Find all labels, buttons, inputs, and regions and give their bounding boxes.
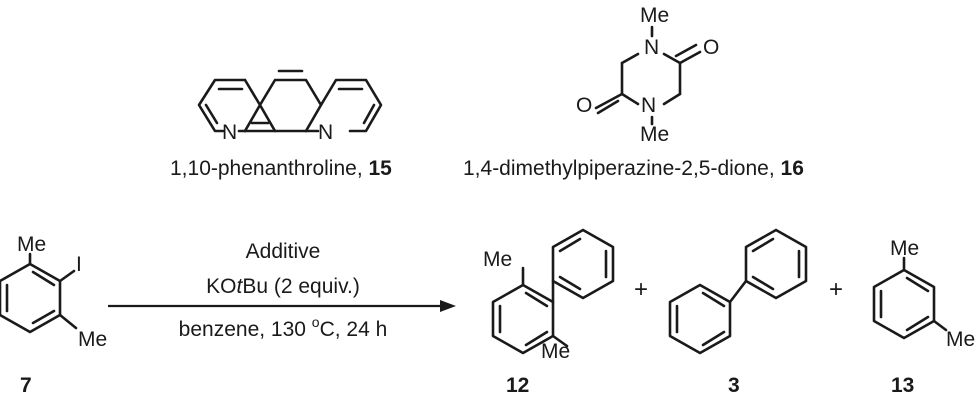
phenanthroline-n-right: N <box>318 121 333 144</box>
reactant-number: 7 <box>20 374 32 397</box>
piperazinedione-n-top: N <box>644 36 659 59</box>
product-3-structure <box>668 228 808 355</box>
reactant-7-structure: Me I Me <box>0 233 107 351</box>
phenanthroline-n-left: N <box>222 121 237 144</box>
reactant-me-bottom: Me <box>78 328 107 351</box>
product-13-me-top: Me <box>890 237 919 260</box>
phenanthroline-structure: N N <box>197 69 383 144</box>
condition-base-italic: t <box>237 275 244 298</box>
piperazinedione-caption: 1,4-dimethylpiperazine-2,5-dione, 16 <box>463 157 804 180</box>
condition-rest: C, 24 h <box>320 318 388 341</box>
piperazinedione-me-bottom: Me <box>640 123 669 146</box>
plus-sign-1: + <box>634 276 648 303</box>
piperazinedione-me-top: Me <box>640 4 669 27</box>
condition-degree: o <box>312 314 320 330</box>
piperazinedione-name: 1,4-dimethylpiperazine-2,5-dione, <box>463 157 781 180</box>
condition-base-post: Bu (2 equiv.) <box>242 275 360 298</box>
reactant-iodine: I <box>76 253 82 276</box>
piperazinedione-o-right: O <box>703 36 719 59</box>
condition-base-pre: KO <box>206 275 236 298</box>
piperazinedione-o-left: O <box>576 94 592 117</box>
phenanthroline-number: 15 <box>369 157 393 180</box>
condition-base: KOtBu (2 equiv.) <box>206 275 360 298</box>
product-12-me-top: Me <box>483 248 512 271</box>
product-12-number: 12 <box>506 374 529 397</box>
reaction-arrow <box>108 300 456 312</box>
product-12-me-bottom: Me <box>541 340 570 363</box>
piperazinedione-number: 16 <box>781 157 804 180</box>
condition-solvent-temp-time: benzene, 130 oC, 24 h <box>179 314 388 341</box>
piperazinedione-n-bottom: N <box>641 94 656 117</box>
phenanthroline-name: 1,10-phenanthroline, <box>170 157 369 180</box>
product-3-number: 3 <box>728 374 740 397</box>
condition-additive: Additive <box>246 240 321 263</box>
product-13-structure: Me Me <box>872 237 975 351</box>
phenanthroline-caption: 1,10-phenanthroline, 15 <box>170 157 392 180</box>
product-13-number: 13 <box>891 374 914 397</box>
reactant-me-top: Me <box>17 233 46 256</box>
product-12-structure: Me Me <box>483 228 615 363</box>
product-13-me-bottom: Me <box>946 328 975 351</box>
piperazinedione-structure: Me N O N O Me <box>576 4 719 146</box>
condition-solvent: benzene, 130 <box>179 318 312 341</box>
plus-sign-2: + <box>829 276 843 303</box>
